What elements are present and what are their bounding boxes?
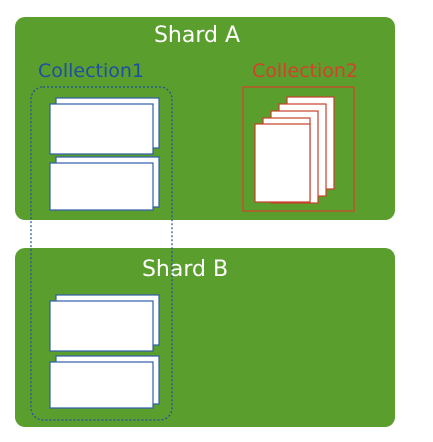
collection1-label: Collection1: [38, 60, 144, 82]
collection1-chunk: [49, 355, 160, 409]
collection1-document: [49, 103, 154, 155]
collection1-chunk: [49, 97, 160, 155]
collection1-chunk: [49, 294, 160, 352]
collection2-label: Collection2: [252, 60, 358, 82]
collection1-document: [49, 361, 154, 409]
collection1-outline: [30, 86, 173, 421]
collection1-chunk: [49, 156, 160, 211]
collection2-document: [254, 123, 311, 203]
collection1-document: [49, 162, 154, 211]
collection1-document: [49, 300, 154, 352]
shard-a: Shard A Collection2: [15, 17, 395, 220]
collection1: Collection1: [30, 60, 173, 421]
shard-b: Shard B: [15, 248, 395, 427]
shard-b-title: Shard B: [142, 257, 228, 282]
collection2-outline: [242, 86, 355, 212]
shard-a-title: Shard A: [154, 23, 240, 48]
collection2: Collection2: [242, 60, 358, 212]
